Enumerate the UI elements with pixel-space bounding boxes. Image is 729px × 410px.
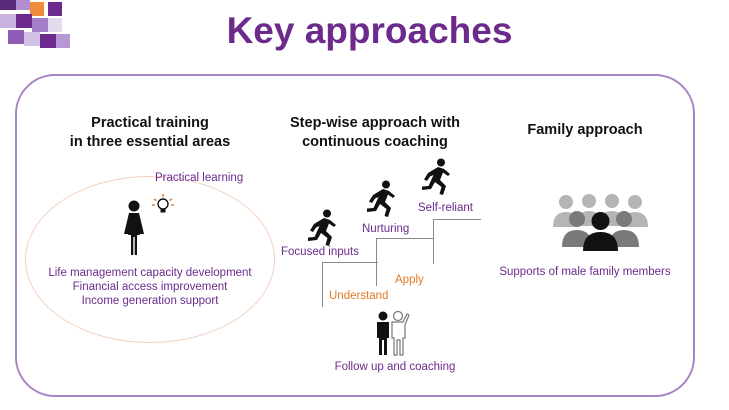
coaching-people-icon — [377, 310, 410, 356]
stage-apply: Apply — [395, 274, 424, 286]
purple-cube-logo-icon — [0, 0, 70, 48]
running-person-icon — [308, 209, 336, 246]
page-title: Key approaches — [226, 10, 513, 51]
staircase-line — [376, 238, 377, 286]
family-caption: Supports of male family members — [499, 266, 671, 278]
stepwise-heading-line2: continuous coaching — [302, 134, 448, 150]
woman-icon — [124, 200, 144, 255]
running-person-icon — [422, 158, 450, 195]
step-nurturing: Nurturing — [362, 223, 410, 235]
follow-up-label: Follow up and coaching — [334, 361, 456, 373]
practical-learning-label: Practical learning — [155, 172, 244, 184]
stepwise-heading: Step-wise approach with continuous coach… — [268, 114, 482, 152]
stage-understand: Understand — [329, 290, 389, 302]
training-area-item: Life management capacity development — [48, 267, 252, 279]
lightbulb-icon — [152, 194, 174, 213]
staircase-line — [376, 238, 434, 239]
group-of-people-icon — [553, 194, 648, 251]
training-area-item: Financial access improvement — [72, 281, 228, 293]
staircase-line — [322, 262, 378, 263]
training-heading-line2: in three essential areas — [69, 134, 231, 150]
staircase-line — [433, 219, 481, 220]
training-heading-line1: Practical training — [91, 115, 209, 131]
staircase-line — [433, 219, 434, 264]
staircase-line — [322, 262, 323, 307]
training-areas-list: Life management capacity development Fin… — [25, 266, 275, 308]
content-frame — [15, 74, 695, 397]
family-heading: Family approach — [527, 122, 643, 138]
running-person-icon — [367, 180, 395, 217]
step-focused-inputs: Focused inputs — [281, 246, 359, 258]
stepwise-heading-line1: Step-wise approach with — [290, 115, 460, 131]
training-heading: Practical training in three essential ar… — [40, 114, 260, 152]
training-oval — [25, 176, 275, 343]
step-self-reliant: Self-reliant — [418, 202, 473, 214]
training-area-item: Income generation support — [81, 295, 219, 307]
